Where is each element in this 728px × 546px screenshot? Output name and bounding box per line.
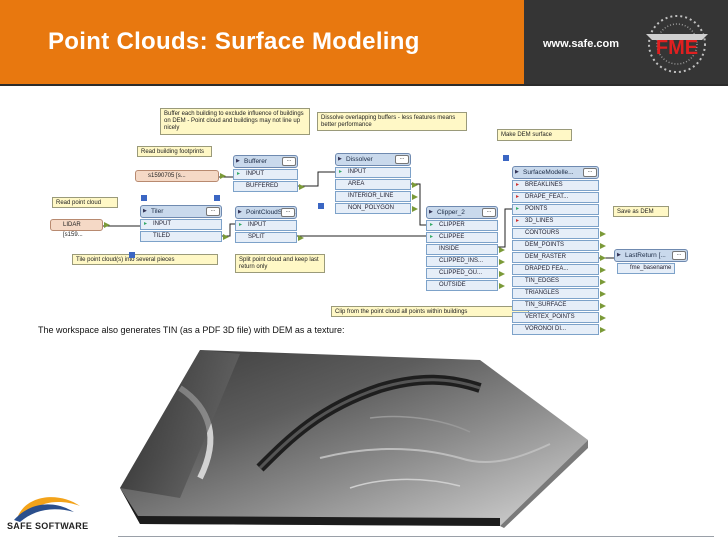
surface-port-dem-points[interactable]: DEM_POINTS [512,240,606,251]
surface-port-voronoi[interactable]: VORONOI DI... [512,324,606,335]
marker-square [141,195,147,201]
bufferer-menu-icon[interactable]: ... [282,157,296,166]
fme-logo-icon: FME [646,15,708,73]
surface-port-breaklines[interactable]: BREAKLINES [512,180,599,191]
clipper-port-clipped-inside[interactable]: CLIPPED_INS... [426,256,505,267]
transformer-pointcloud-splitter[interactable]: PointCloudSplit... ... INPUT SPLIT [235,206,304,243]
safe-software-logo-icon [14,497,80,522]
tiler-port-input[interactable]: INPUT [140,219,222,230]
surface-port-points[interactable]: POINTS [512,204,599,215]
bufferer-title: Bufferer [233,155,298,168]
dissolver-port-non-polygon[interactable]: NON_POLYGON [335,203,418,214]
transformer-bufferer[interactable]: Bufferer ... INPUT BUFFERED [233,155,305,192]
reader-lidar[interactable]: LIDAR [s159... [50,219,110,238]
footer-divider [118,536,714,537]
writer-title: LastReturn [... [614,249,688,262]
marker-square [129,252,135,258]
dissolver-port-interior-line[interactable]: INTERIOR_LINE [335,191,418,202]
marker-square [503,155,509,161]
marker-square [214,195,220,201]
note-save-dem: Save as DEM [613,206,669,217]
transformer-tiler[interactable]: Tiler ... INPUT TILED [140,205,229,242]
surface-port-vertex-points[interactable]: VERTEX_POINTS [512,312,606,323]
clipper-port-clipped-outside[interactable]: CLIPPED_OU... [426,268,505,279]
splitter-menu-icon[interactable]: ... [281,208,295,217]
note-make-dem: Make DEM surface [497,129,572,141]
dissolver-title: Dissolver [335,153,411,166]
note-read-footprints: Read building footprints [137,146,212,157]
splitter-port-input[interactable]: INPUT [235,220,297,231]
bufferer-port-buffered[interactable]: BUFFERED [233,181,305,192]
footer-company-name: SAFE SOFTWARE [7,521,89,531]
note-split: Split point cloud and keep last return o… [235,254,325,273]
website-text[interactable]: www.safe.com [543,38,620,50]
transformer-dissolver[interactable]: Dissolver ... INPUT AREA INTERIOR_LINE N… [335,153,418,214]
header-title-bar [0,0,524,84]
svg-text:FME: FME [656,37,698,59]
writer-menu-icon[interactable]: ... [672,251,686,260]
clipper-port-inside[interactable]: INSIDE [426,244,505,255]
surface-title: SurfaceModelle... [512,166,599,179]
surface-port-triangles[interactable]: TRIANGLES [512,288,606,299]
bufferer-port-input[interactable]: INPUT [233,169,298,180]
marker-square [318,203,324,209]
surface-port-tin-edges[interactable]: TIN_EDGES [512,276,606,287]
slide-title: Point Clouds: Surface Modeling [48,28,420,55]
note-clip: Clip from the point cloud all points wit… [331,306,529,317]
dissolver-menu-icon[interactable]: ... [395,155,409,164]
surface-menu-icon[interactable]: ... [583,168,597,177]
terrain-3d-image [120,350,588,528]
tiler-port-tiled[interactable]: TILED [140,231,229,242]
tiler-menu-icon[interactable]: ... [206,207,220,216]
clipper-port-outside[interactable]: OUTSIDE [426,280,505,291]
clipper-title: Clipper_2 [426,206,498,219]
surface-port-draped-features[interactable]: DRAPED FEA... [512,264,606,275]
tiler-title: Tiler [140,205,222,218]
note-tile: Tile point cloud(s) into several pieces [72,254,218,265]
clipper-menu-icon[interactable]: ... [482,208,496,217]
caption-text: The workspace also generates TIN (as a P… [38,325,345,335]
surface-port-drape-features[interactable]: DRAPE_FEAT... [512,192,599,203]
writer-last-return[interactable]: LastReturn [... ... fme_basename [614,249,688,274]
clipper-port-clipper[interactable]: CLIPPER [426,220,498,231]
note-dissolve: Dissolve overlapping buffers - less feat… [317,112,467,131]
transformer-clipper[interactable]: Clipper_2 ... CLIPPER CLIPPEE INSIDE CLI… [426,206,505,291]
note-buffer: Buffer each building to exclude influenc… [160,108,310,135]
transformer-surface-modeller[interactable]: SurfaceModelle... ... BREAKLINES DRAPE_F… [512,166,606,335]
header-divider [0,84,728,86]
dissolver-port-input[interactable]: INPUT [335,167,411,178]
splitter-port-split[interactable]: SPLIT [235,232,304,243]
dissolver-port-area[interactable]: AREA [335,179,418,190]
surface-port-contours[interactable]: CONTOURS [512,228,606,239]
slide-header: Point Clouds: Surface Modeling www.safe.… [0,0,728,84]
writer-attribute[interactable]: fme_basename [617,263,675,274]
clipper-port-clippee[interactable]: CLIPPEE [426,232,498,243]
surface-port-dem-raster[interactable]: DEM_RASTER [512,252,606,263]
surface-port-tin-surface[interactable]: TIN_SURFACE [512,300,606,311]
note-read-point-cloud: Read point cloud [52,197,118,208]
reader-building-footprints[interactable]: s1590705 [s... [135,170,226,182]
surface-port-3d-lines[interactable]: 3D_LINES [512,216,599,227]
